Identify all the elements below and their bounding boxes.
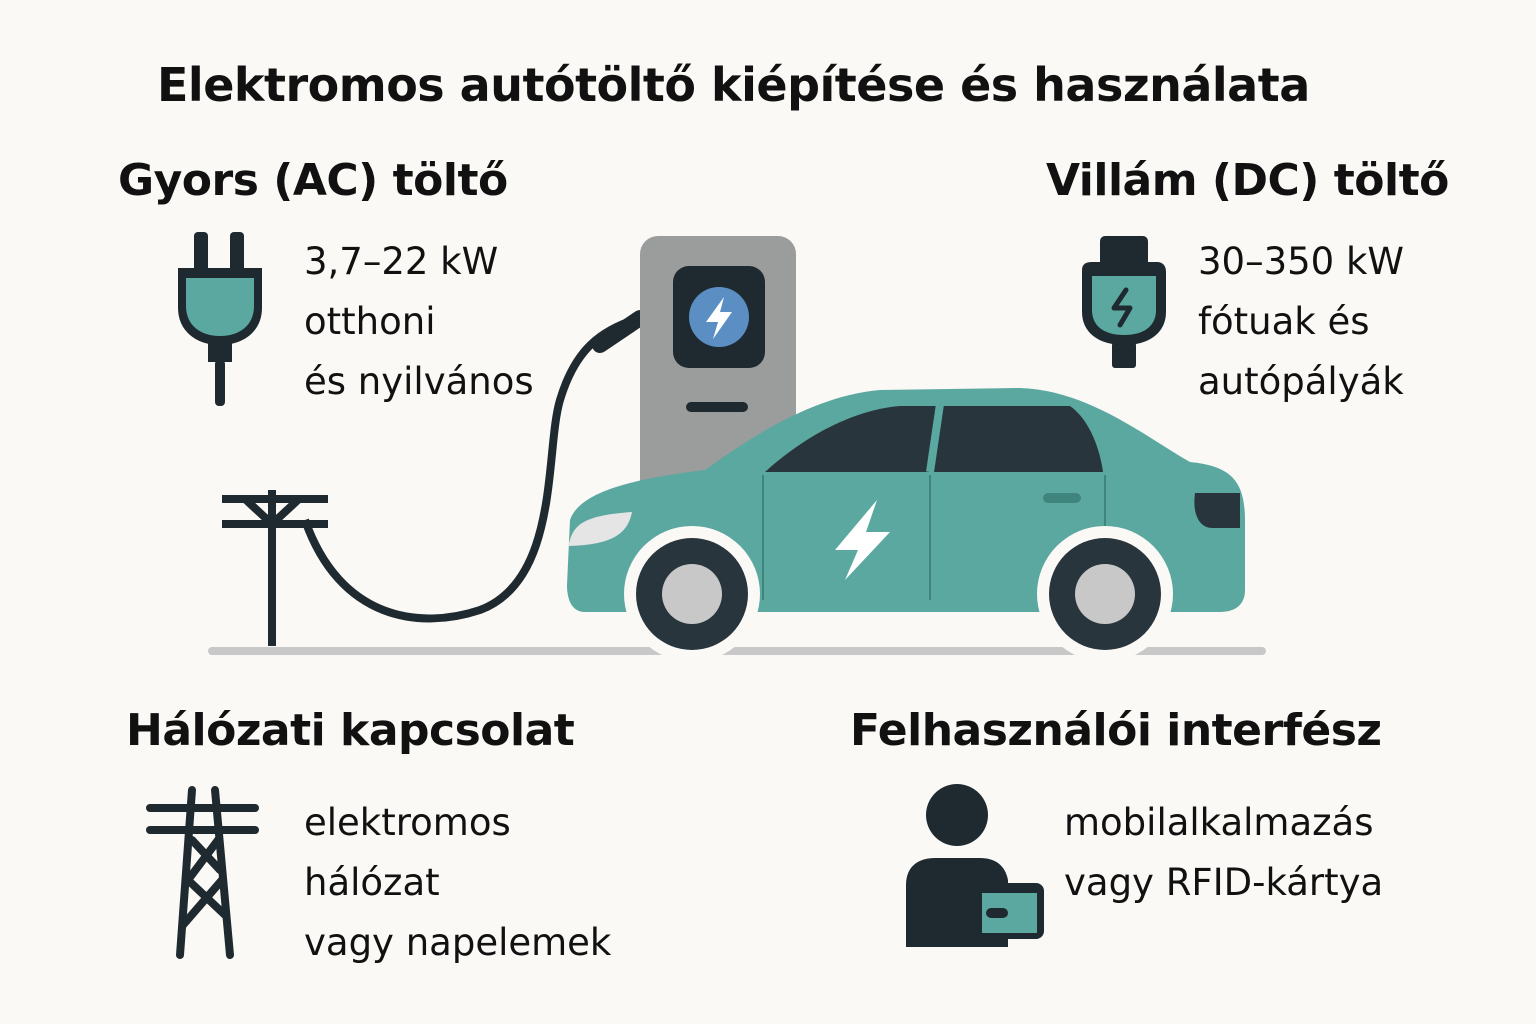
user-interface-heading: Felhasználói interfész bbox=[850, 705, 1382, 756]
ui-line-1: mobilalkalmazás bbox=[1064, 801, 1374, 844]
grid-line-3: vagy napelemek bbox=[304, 921, 612, 964]
dc-charger-details: 30–350 kW fótuak és autópályák bbox=[1198, 232, 1404, 412]
ac-charger-details: 3,7–22 kW otthoni és nyilvános bbox=[304, 232, 534, 412]
utility-pole-icon bbox=[222, 490, 328, 646]
grid-connection-heading: Hálózati kapcsolat bbox=[126, 705, 575, 756]
grid-line-2: hálózat bbox=[304, 861, 440, 904]
grid-connection-details: elektromos hálózat vagy napelemek bbox=[304, 793, 611, 973]
car-lightning-icon bbox=[835, 500, 890, 580]
ac-charger-heading: Gyors (AC) töltő bbox=[118, 155, 508, 206]
dc-charger-heading: Villám (DC) töltő bbox=[1046, 155, 1449, 206]
ground-line bbox=[208, 647, 1266, 655]
plug-icon bbox=[178, 232, 262, 406]
dc-power-range: 30–350 kW bbox=[1198, 240, 1404, 283]
lightning-icon bbox=[706, 297, 732, 339]
ac-use-line-1: otthoni bbox=[304, 300, 436, 343]
electric-car bbox=[567, 388, 1245, 662]
dc-use-line-1: fótuak és bbox=[1198, 300, 1370, 343]
dc-plug-icon bbox=[1082, 236, 1166, 368]
user-interface-details: mobilalkalmazás vagy RFID-kártya bbox=[1064, 793, 1383, 913]
user-card-icon bbox=[906, 784, 1044, 947]
ac-power-range: 3,7–22 kW bbox=[304, 240, 499, 283]
grid-line-1: elektromos bbox=[304, 801, 511, 844]
ui-line-2: vagy RFID-kártya bbox=[1064, 861, 1384, 904]
charging-cable bbox=[301, 314, 642, 623]
page-title: Elektromos autótöltő kiépítése és haszná… bbox=[157, 58, 1310, 112]
ac-use-line-2: és nyilvános bbox=[304, 360, 534, 403]
power-pylon-icon bbox=[146, 786, 259, 959]
dc-use-line-2: autópályák bbox=[1198, 360, 1404, 403]
